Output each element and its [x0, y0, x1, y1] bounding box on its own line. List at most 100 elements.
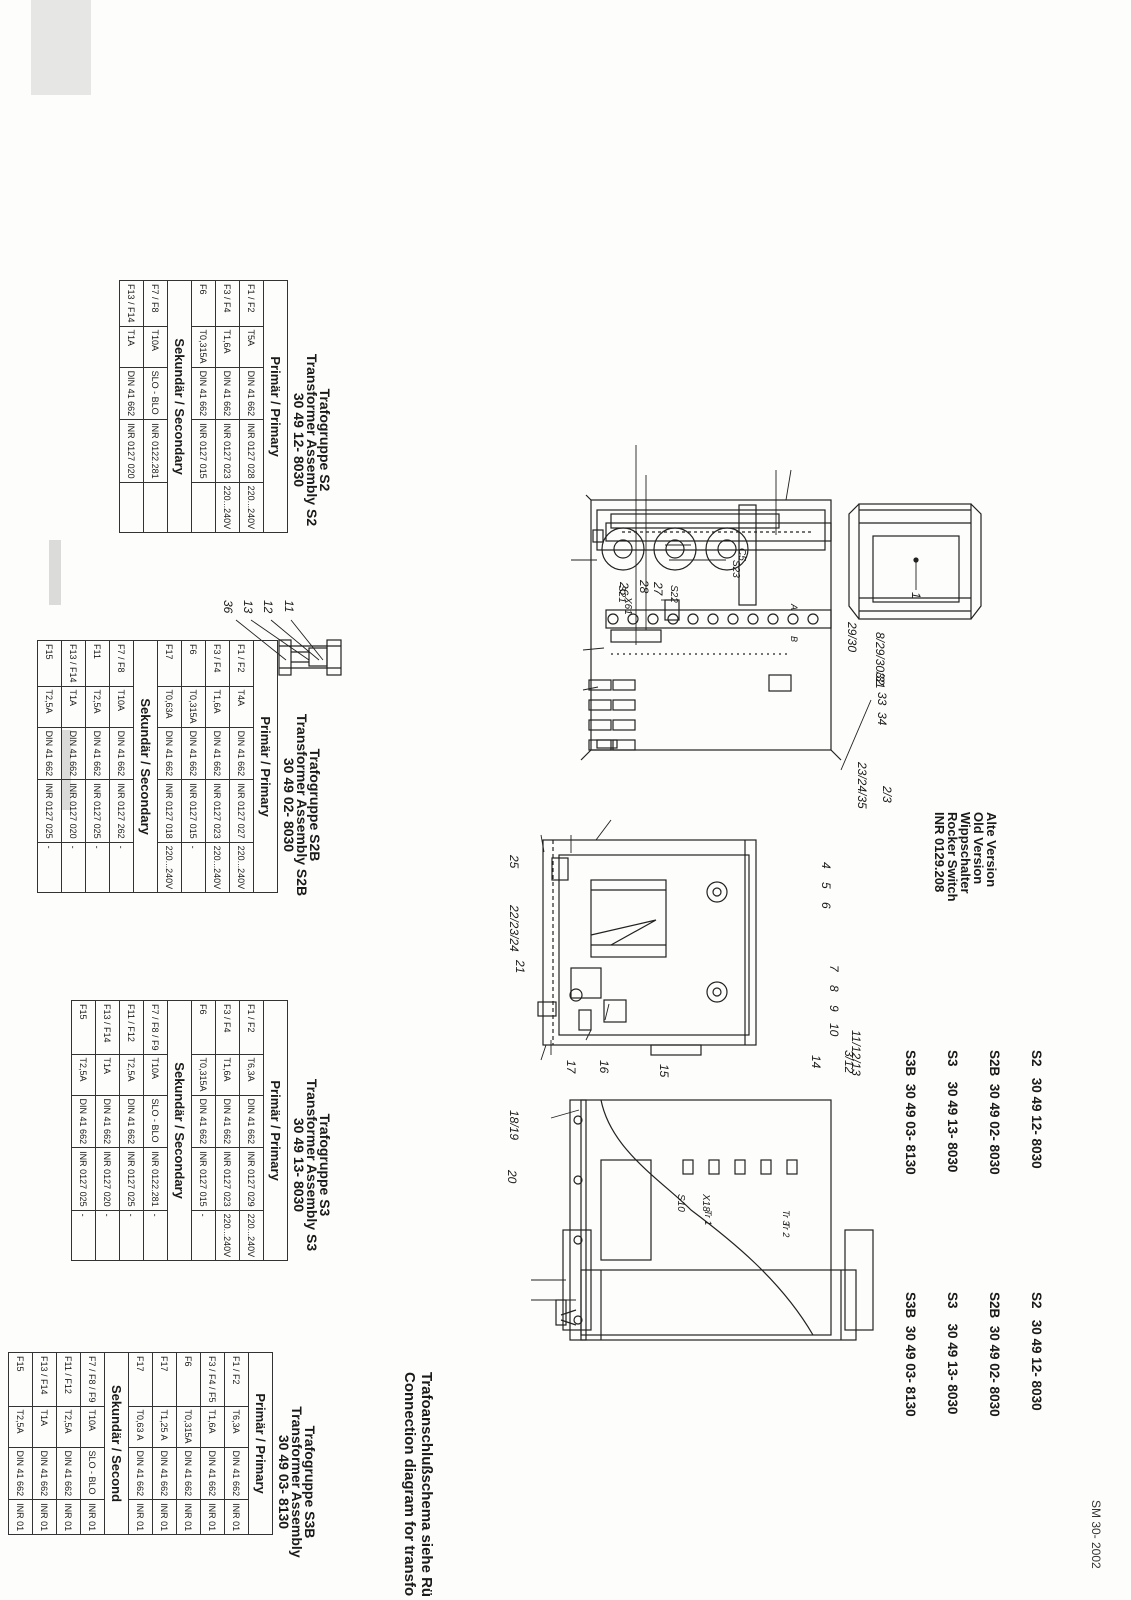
callout-2-3: 2/3	[880, 786, 894, 803]
callout-12: 12	[261, 600, 275, 614]
table-row: F6 T0,315A DIN 41 662 INR 0127 015 -	[181, 640, 206, 893]
callout-1: 1	[909, 592, 923, 599]
fuse-part-number: INR 0127 015	[181, 779, 206, 843]
table-row: F15 T2,5A DIN 41 662 INR 0127 025 -	[71, 1000, 96, 1261]
fuse-part-number: INR 0127 028	[239, 419, 264, 483]
fuse-part-number: INR 0127 023	[215, 1147, 240, 1211]
fuse-standard: DIN 41 662	[8, 1447, 33, 1500]
table-row: F13 / F14 T1A DIN 41 662 INR 01	[32, 1352, 57, 1535]
fuse-part-number: INR 0127 262	[109, 779, 134, 843]
fuse-rating: T6,3A	[239, 1054, 264, 1096]
callout-3-12: 3/12	[842, 1050, 856, 1074]
fuse-voltage: 220...240V	[239, 482, 264, 533]
fuse-standard: DIN 41 662	[61, 727, 86, 780]
table-header-row: Sekundär / Secondary	[167, 1000, 192, 1261]
fuse-voltage: 220...240V	[239, 1210, 264, 1261]
table-row: F6 T0,315A DIN 41 662 INR 0127 015	[191, 280, 216, 533]
fuse-part-number: INR 01	[200, 1499, 225, 1535]
callout-28: 28	[637, 580, 651, 594]
fuse-part-number: INR 01	[224, 1499, 249, 1535]
fuse-voltage: -	[181, 842, 206, 893]
transformer-label-tr1: Tr 1	[703, 1210, 713, 1226]
fuse-id: F17	[152, 1352, 177, 1407]
fuse-id: F17	[157, 640, 182, 687]
terminal-label-b: B	[789, 636, 799, 643]
fuse-id: F3 / F4	[215, 280, 240, 327]
callout-26: 26	[617, 582, 631, 596]
fuse-part-number: INR 0127 020	[95, 1147, 120, 1211]
fuse-part-number: INR 0127 018	[157, 779, 182, 843]
callout-8-29-30-31: 8/29/30/31	[873, 632, 887, 689]
terminal-label-a: A	[789, 604, 799, 611]
table-row: F7 / F8 / F9 T10A SLO - BLO INR 0122.281…	[143, 1000, 168, 1261]
fuse-voltage	[191, 482, 216, 533]
fuse-rating: T2,5A	[8, 1406, 33, 1448]
fuse-id: F3 / F4	[215, 1000, 240, 1055]
table-row: F13 / F14 T1A DIN 41 662 INR 0127 020 -	[95, 1000, 120, 1261]
fuse-voltage: 220...240V	[205, 842, 230, 893]
fuse-table-title: 30 49 03- 8130	[276, 1434, 292, 1530]
fuse-voltage: -	[37, 842, 62, 893]
fuse-part-number: INR 0127 025	[37, 779, 62, 843]
fuse-standard: DIN 41 662	[37, 727, 62, 780]
fuse-id: F11	[85, 640, 110, 687]
table-header-row: Primär / Primary	[253, 640, 278, 893]
table-row: F1 / F2 T5A DIN 41 662 INR 0127 028 220.…	[239, 280, 264, 533]
switch-label-s23: S23	[730, 560, 741, 578]
fuse-id: F13 / F14	[95, 1000, 120, 1055]
fuse-rating: T2,5A	[37, 686, 62, 728]
callout-6: 6	[819, 902, 833, 909]
callout-5: 5	[819, 882, 833, 889]
fuse-standard: DIN 41 662	[157, 727, 182, 780]
fuse-voltage: 220...240V	[229, 842, 254, 893]
table-row: F1 / F2 T4A DIN 41 662 INR 0127 027 220.…	[229, 640, 254, 893]
fuse-part-number: INR 0127 025	[71, 1147, 96, 1211]
fuse-holder-detail	[278, 639, 342, 676]
table-row: F7 / F8 T10A SLO - BLO INR 0122.281	[143, 280, 168, 533]
callout-33: 33	[875, 692, 889, 706]
primary-header: Primär / Primary	[263, 1000, 288, 1261]
fuse-id: F1 / F2	[239, 280, 264, 327]
fuse-id: F13 / F14	[119, 280, 144, 327]
table-header-row: Sekundär / Second	[104, 1352, 129, 1535]
fuse-standard: DIN 41 662	[71, 1095, 96, 1148]
leader-lines	[235, 445, 917, 1301]
fuse-id: F11 / F12	[56, 1352, 81, 1407]
fuse-id: F7 / F8 / F9	[143, 1000, 168, 1055]
fuse-standard: DIN 41 662	[191, 367, 216, 420]
fuse-table: Primär / Primary F1 / F2 T4A DIN 41 662 …	[37, 640, 278, 893]
fuse-table-title: 30 49 12- 8030	[291, 392, 307, 488]
fuse-standard: DIN 41 662	[56, 1447, 81, 1500]
secondary-header: Sekundär / Secondary	[133, 640, 158, 893]
fuse-id: F15	[71, 1000, 96, 1055]
fuse-standard: DIN 41 662	[95, 1095, 120, 1148]
callout-34: 34	[875, 712, 889, 726]
table-row: F11 T2,5A DIN 41 662 INR 0127 025 -	[85, 640, 110, 893]
fuse-rating: T2,5A	[85, 686, 110, 728]
fuse-standard: DIN 41 662	[152, 1447, 177, 1500]
fuse-voltage: -	[119, 1210, 144, 1261]
fuse-rating: T4A	[229, 686, 254, 728]
table-row: F3 / F4 T1,6A DIN 41 662 INR 0127 023 22…	[215, 280, 240, 533]
primary-header: Primär / Primary	[248, 1352, 273, 1535]
table-row: F6 T0,315A DIN 41 662 INR 01	[176, 1352, 201, 1535]
fuse-voltage: 220...240V	[157, 842, 182, 893]
table-header-row: Primär / Primary	[248, 1352, 273, 1535]
fuse-id: F13 / F14	[32, 1352, 57, 1407]
fuse-id: F6	[176, 1352, 201, 1407]
callout-9: 9	[827, 1005, 841, 1012]
switch-label-s22: S22	[668, 585, 679, 603]
fuse-standard: DIN 41 662	[239, 1095, 264, 1148]
fuse-standard: DIN 41 662	[239, 367, 264, 420]
callout-15: 15	[657, 1064, 671, 1078]
fuse-standard: DIN 41 662	[191, 1095, 216, 1148]
fuse-voltage	[143, 482, 168, 533]
fuse-standard: DIN 41 662	[85, 727, 110, 780]
fuse-voltage: 220...240V	[215, 1210, 240, 1261]
fuse-standard: DIN 41 662	[229, 727, 254, 780]
fuse-part-number: INR 0127 020	[119, 419, 144, 483]
fuse-table-s3: Trafogruppe S3 Transformer Assembly S3 3…	[71, 1000, 333, 1330]
table-row: F3 / F4 T1,6A DIN 41 662 INR 0127 023 22…	[215, 1000, 240, 1261]
callout-17: 17	[564, 1060, 578, 1074]
